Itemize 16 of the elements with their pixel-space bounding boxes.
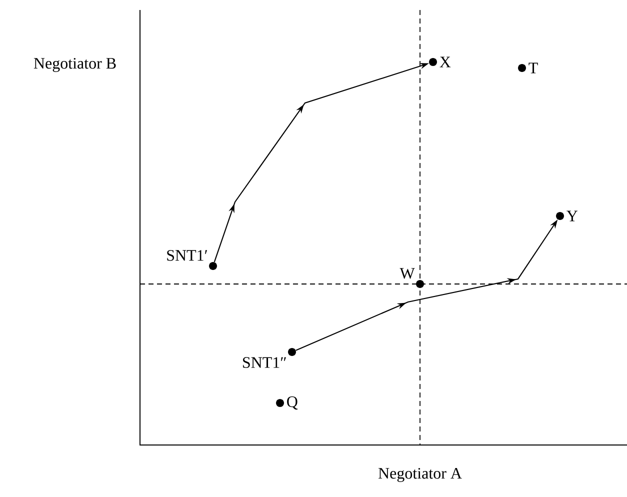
point: Q: [276, 396, 298, 410]
node-label: SNT1″: [243, 357, 286, 368]
point: SNT1″: [243, 348, 296, 368]
point: X: [429, 56, 451, 68]
axis-label: Negotiator B: [34, 58, 116, 72]
node-label: W: [400, 268, 415, 279]
point: SNT1′: [167, 250, 217, 270]
node-label: Q: [287, 396, 298, 410]
point: T: [518, 62, 538, 74]
axis-label: Negotiator A: [378, 468, 462, 482]
point: W: [400, 268, 424, 288]
node-label: SNT1′: [167, 250, 208, 261]
node-label: X: [440, 56, 451, 68]
node-label: T: [528, 62, 538, 74]
node-label: Y: [566, 210, 578, 222]
point: Y: [556, 210, 578, 222]
